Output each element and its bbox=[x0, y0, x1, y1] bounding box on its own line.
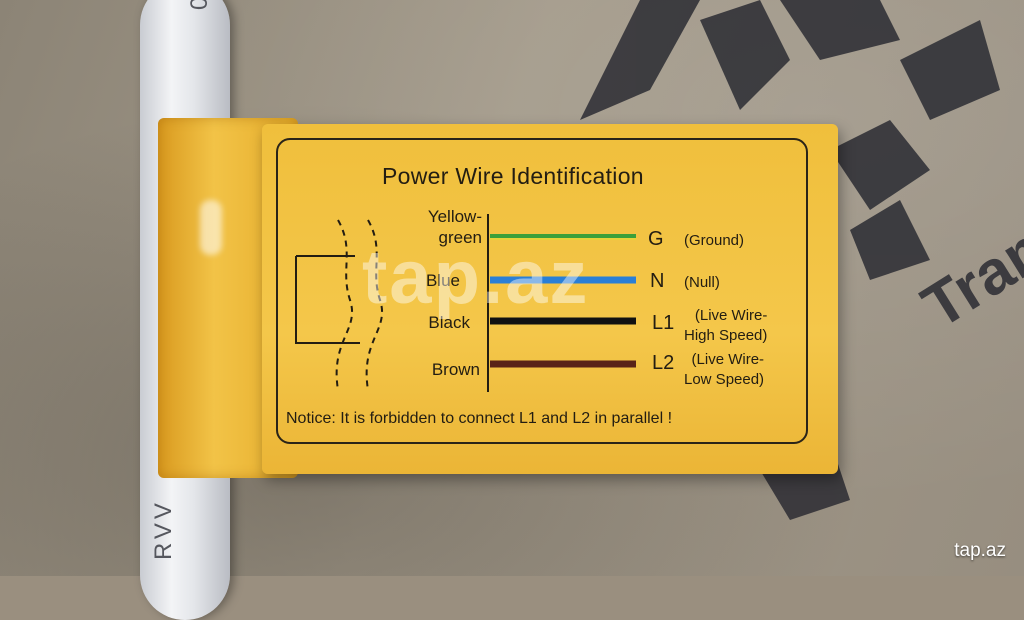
wire-name-blue: Blue bbox=[425, 271, 460, 290]
wire-desc-high-speed-text: (Live Wire- High Speed) bbox=[684, 307, 768, 344]
wire-label bbox=[262, 124, 838, 474]
wire-desc-low-speed: (Live Wire- Low Speed) bbox=[684, 350, 764, 390]
label-border bbox=[276, 138, 808, 444]
wiring-diagram bbox=[295, 214, 636, 392]
wire-code-l1: L1 bbox=[652, 312, 675, 334]
wire-code-g: G bbox=[648, 228, 664, 250]
wire-name-black: Black bbox=[428, 313, 470, 332]
wire-code-n: N bbox=[650, 270, 665, 292]
tape-highlight bbox=[200, 200, 222, 255]
wire-name-yellow-green-text: Yellow- green bbox=[427, 207, 482, 247]
wire-desc-null: (Null) bbox=[684, 274, 720, 291]
wire-desc-high-speed: (Live Wire- High Speed) bbox=[684, 306, 767, 346]
wire-desc-ground: (Ground) bbox=[684, 232, 745, 249]
label-title: Power Wire Identification bbox=[382, 163, 644, 189]
box-print-graphic: Tramp bbox=[580, 0, 1024, 520]
wire-name-brown: Brown bbox=[431, 360, 480, 379]
watermark-corner: tap.az bbox=[954, 540, 1006, 561]
wire-name-yellow-green: Yellow- green bbox=[404, 206, 482, 248]
watermark-center: tap.az bbox=[362, 235, 590, 320]
wire-code-l2: L2 bbox=[652, 352, 675, 374]
label-notice: Notice: It is forbidden to connect L1 an… bbox=[286, 410, 673, 427]
wire-desc-low-speed-text: (Live Wire- Low Speed) bbox=[684, 351, 765, 388]
